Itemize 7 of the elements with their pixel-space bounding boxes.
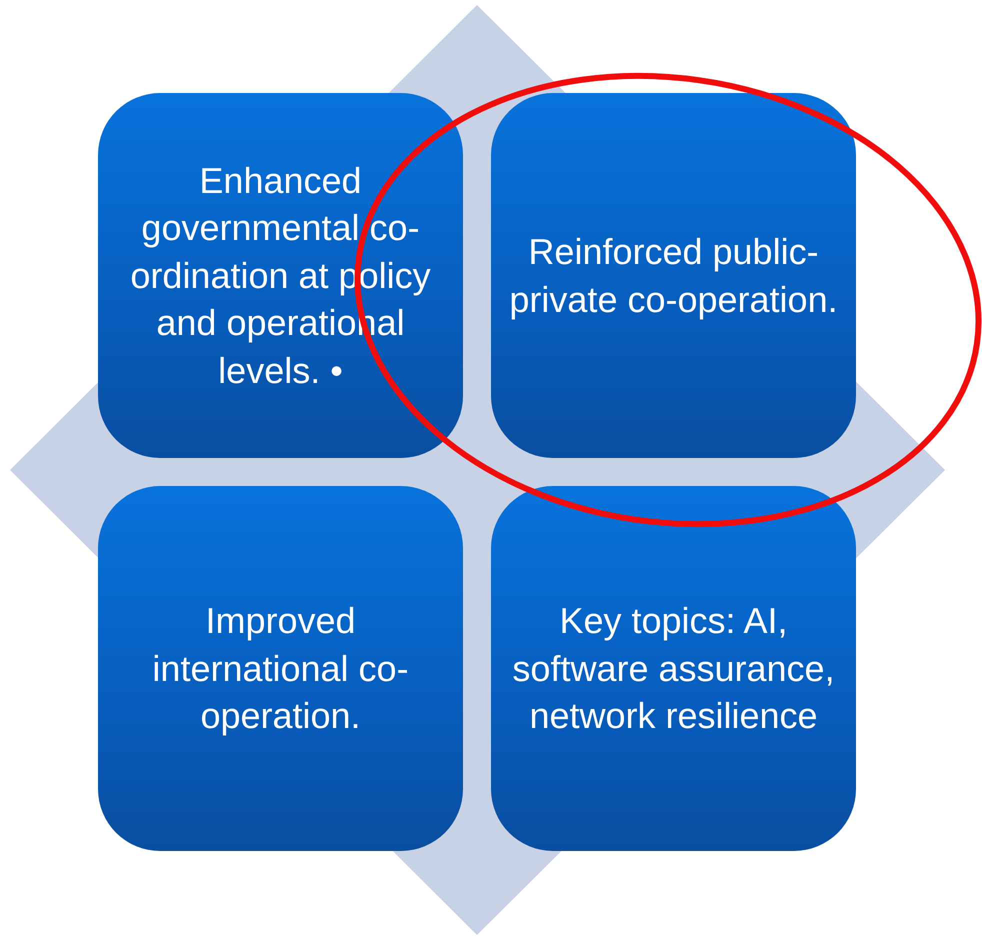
box-text: Improved international co-operation. [151,599,410,738]
rounded-box [98,93,463,458]
rounded-box [98,486,463,851]
box-text: Key topics: AI, software assurance, network resilience [511,599,836,738]
rounded-box [491,93,856,458]
box-text: Reinforced public-private co-operation. [509,230,838,322]
rounded-box [491,486,856,851]
